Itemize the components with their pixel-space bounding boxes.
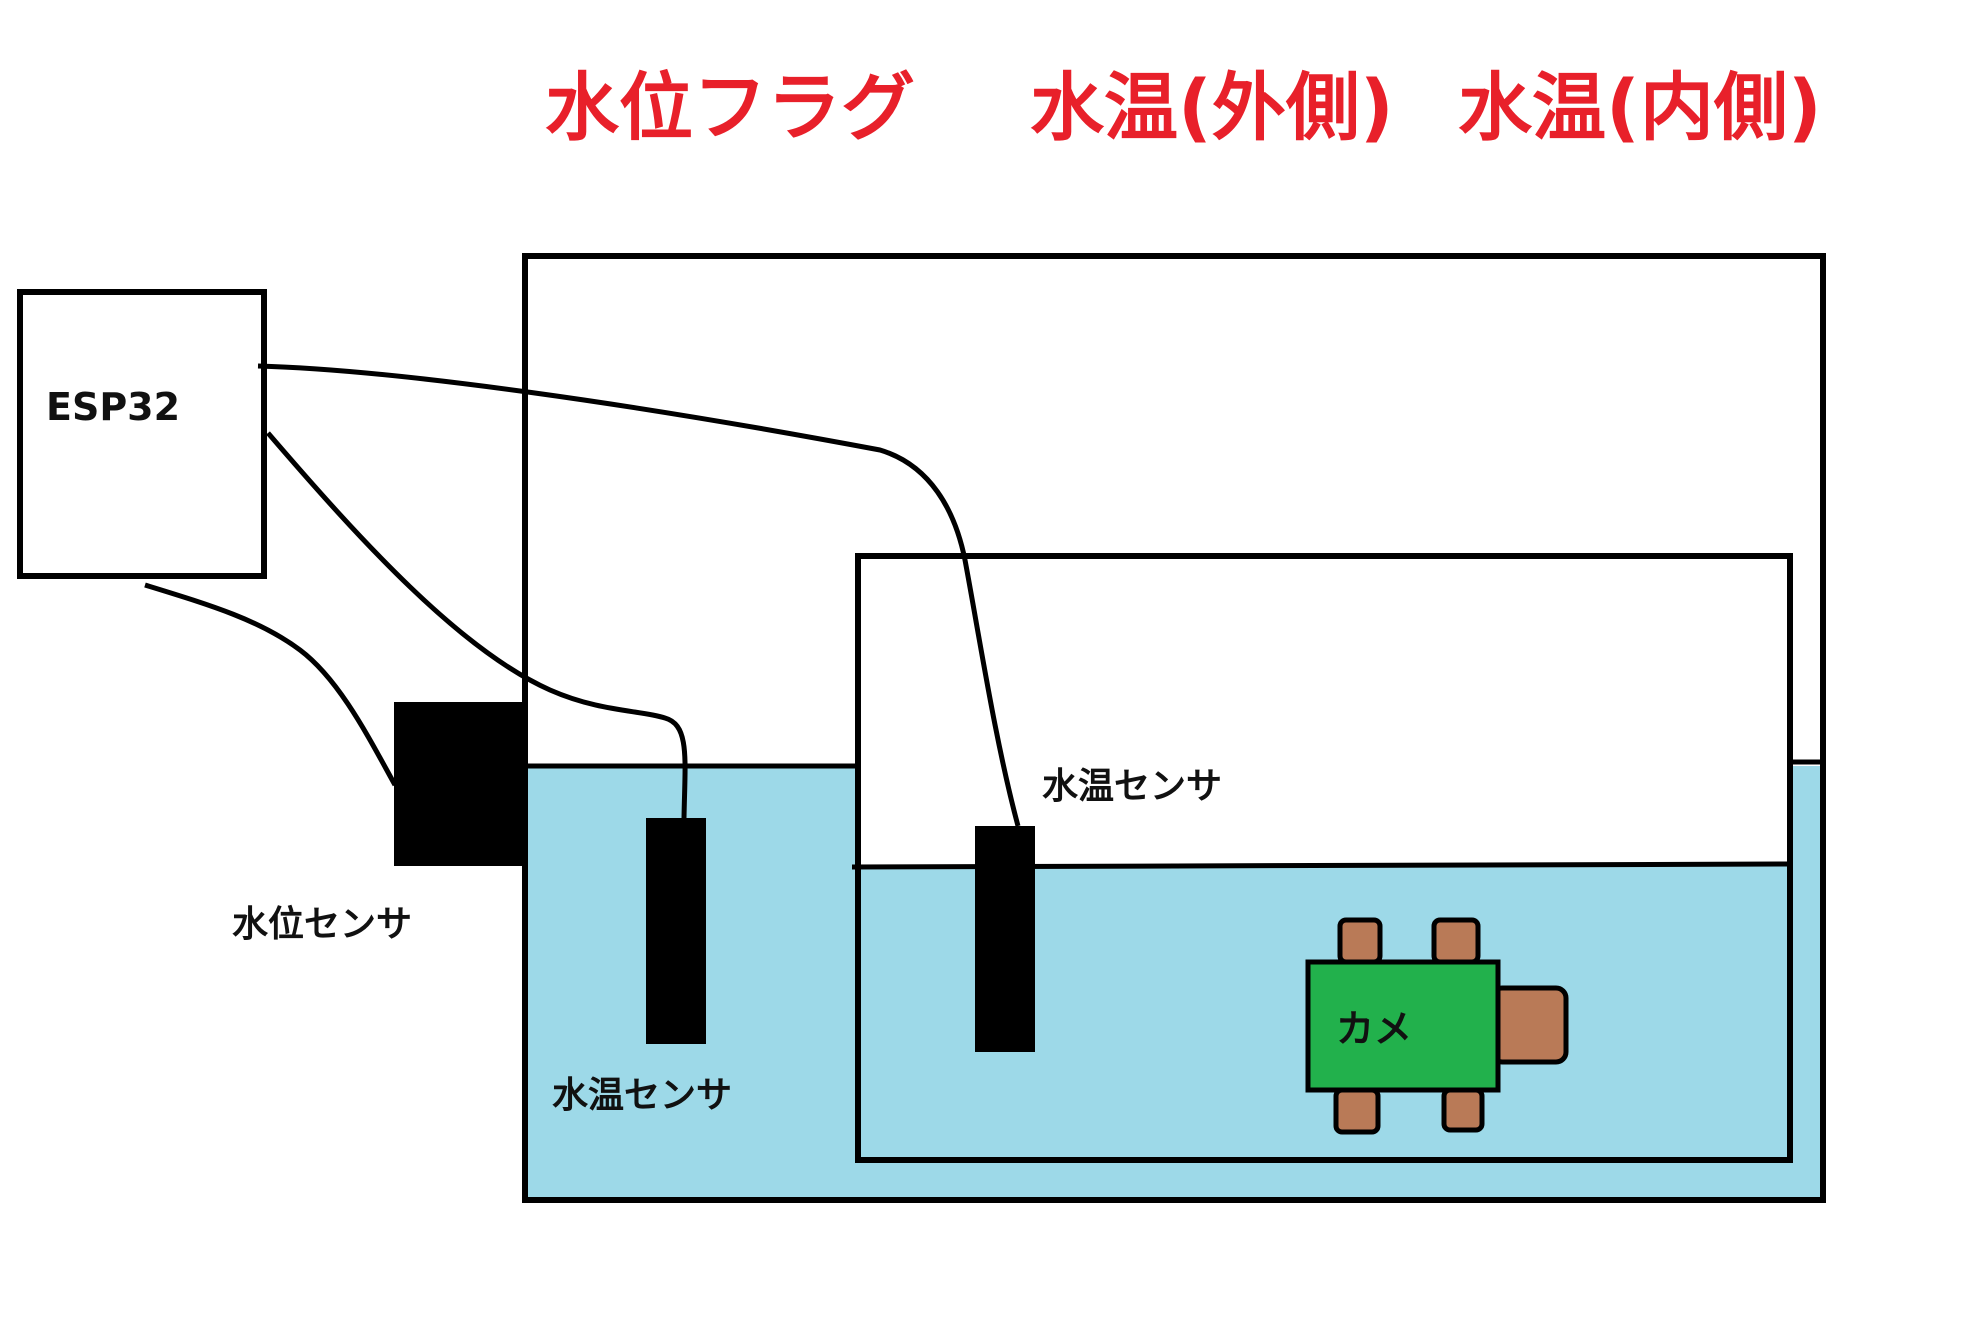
wire-to-water-level-sensor [144,582,398,787]
inner-tank-air [858,556,1790,865]
wire-to-inner-temp-sensor [257,363,1021,827]
water-temp-sensor-inner [975,826,1035,1052]
wire-to-outer-temp-sensor [266,431,688,819]
title-water-temp-inner: 水温(内側) [1458,65,1822,151]
turtle-leg-front-left [1337,917,1383,965]
water-level-sensor-label: 水位センサ [232,904,412,945]
water-temp-sensor-outer-label: 水温センサ [552,1075,732,1116]
esp32-label: ESP32 [46,385,180,429]
turtle-leg-back-right [1441,1087,1485,1133]
turtle-shell [1305,959,1501,1093]
water-temp-sensor-outer [646,818,706,1044]
turtle-leg-front-right [1431,917,1481,965]
water-level-sensor [394,702,527,866]
inner-tank [855,553,1793,1163]
title-water-temp-outer: 水温(外側) [1030,65,1394,151]
turtle-head [1489,985,1569,1065]
turtle-leg-back-left [1333,1087,1381,1135]
turtle-icon: カメ [1305,917,1569,1135]
water-temp-sensor-inner-label: 水温センサ [1042,766,1222,807]
title-water-level-flag: 水位フラグ [545,65,915,151]
turtle-label: カメ [1336,1007,1412,1051]
esp32-board [17,289,267,579]
